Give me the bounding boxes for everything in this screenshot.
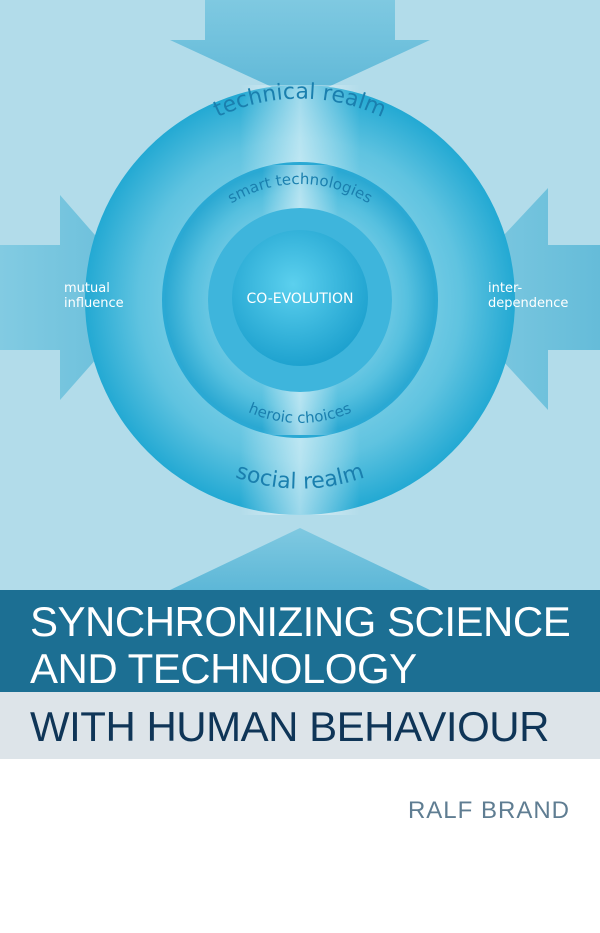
cover-illustration: technical realm smart technologies heroi… [0,0,600,590]
title-band-light [0,692,600,759]
right-arrow [445,188,600,410]
book-title-line-1: SYNCHRONIZING SCIENCE [30,598,571,645]
author-name: RALF BRAND [407,797,570,824]
title-band-dark [0,590,600,692]
right-label-line1: inter- [488,281,522,296]
book-title-line-2: AND TECHNOLOGY [30,645,417,692]
left-label-line1: mutual [64,281,110,296]
left-arrow [0,195,150,400]
bottom-arrow [170,528,430,590]
core-circle [232,230,368,366]
book-title-line-3: WITH HUMAN BEHAVIOUR [30,703,549,750]
left-label-line2: influence [64,296,124,311]
right-label-line2: dependence [488,296,568,311]
top-arrow [170,0,430,100]
center-label: CO-EVOLUTION [247,291,354,307]
